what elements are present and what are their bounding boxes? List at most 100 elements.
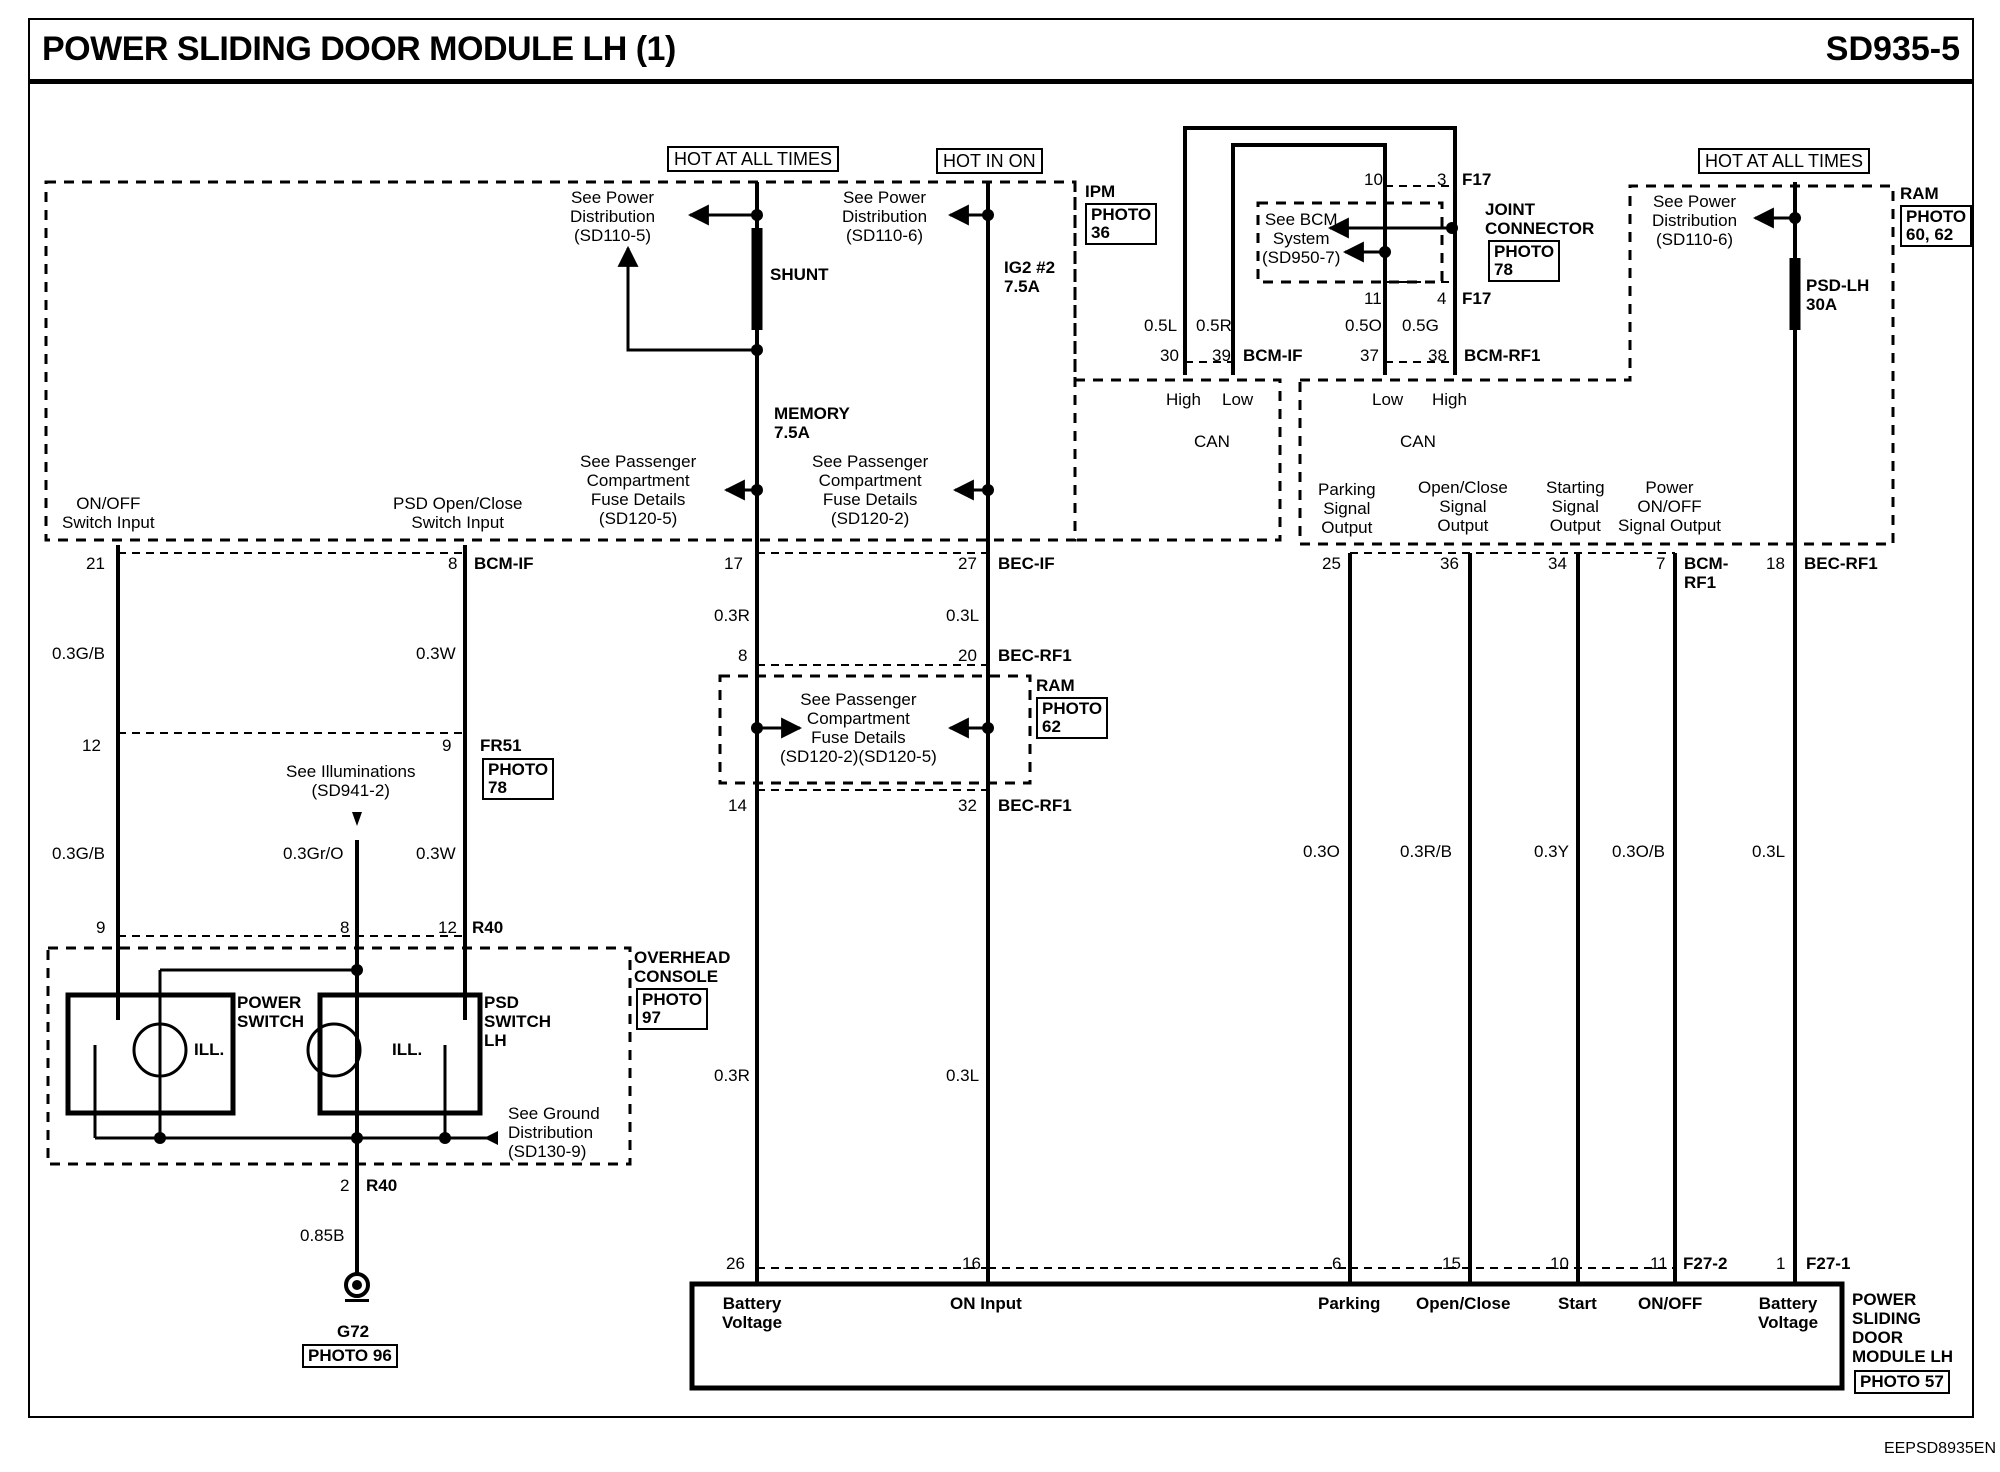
ram-top-box [1298, 184, 1895, 546]
wire-label-03l-2: 0.3L [946, 1066, 980, 1085]
bec-rf1-label-1: BEC-RF1 [998, 646, 1072, 665]
pin-12-fr51: 12 [82, 736, 101, 755]
hot-in-on-label: HOT IN ON [936, 148, 1043, 174]
wire-label-w-1: 0.3W [416, 644, 456, 663]
can-label-right: CAN [1400, 432, 1436, 451]
wire-label-w-2: 0.3W [416, 844, 456, 863]
r40-connector-label-top: R40 [472, 918, 504, 937]
terminal-onoff: ON/OFF [1638, 1294, 1703, 1313]
pin-20: 20 [958, 646, 977, 665]
bcm-if-pin-39: 39 [1212, 346, 1231, 365]
wire-label-03r-2: 0.3R [714, 1066, 750, 1085]
can-high-label-left: High [1166, 390, 1201, 409]
page-code: SD935-5 [1825, 30, 1960, 68]
r40-connector-label-bottom: R40 [366, 1176, 398, 1195]
wire-label-03rb: 0.3R/B [1400, 842, 1452, 861]
wire-label-0-5r: 0.5R [1196, 316, 1232, 335]
r40-pin-12: 12 [438, 918, 457, 937]
bcm-if-box [1073, 182, 1282, 542]
bec-rf1-right-label: BEC-RF1 [1804, 554, 1878, 573]
joint-connector-f17-bottom: F17 [1462, 289, 1492, 308]
joint-pin-3: 3 [1437, 170, 1447, 189]
overhead-console-box [46, 946, 632, 1166]
pin-32: 32 [958, 796, 977, 815]
psd-switch-box [317, 992, 483, 1116]
module-box [689, 1281, 1845, 1391]
pin-8-bcm-if: 8 [448, 554, 458, 573]
terminal-battery-voltage-2: Battery Voltage [1758, 1294, 1819, 1332]
ipm-photo-label: PHOTO [1091, 205, 1152, 224]
ground-g72-label: G72 [337, 1322, 370, 1341]
bcm-rf1-pin-38: 38 [1428, 346, 1447, 365]
module-pin-16: 16 [962, 1254, 981, 1273]
wire-label-03r-1: 0.3R [714, 606, 750, 625]
power-switch-box [65, 992, 236, 1116]
can-low-wire [1231, 143, 1387, 375]
pin-36: 36 [1440, 554, 1459, 573]
module-pin-6: 6 [1332, 1254, 1342, 1273]
terminal-start: Start [1558, 1294, 1597, 1313]
pin-21: 21 [86, 554, 105, 573]
can-high-wire [1183, 126, 1457, 375]
r40-pin-9: 9 [96, 918, 106, 937]
pin-14: 14 [728, 796, 747, 815]
pin-18: 18 [1766, 554, 1785, 573]
module-connector-f27-1: F27-1 [1806, 1254, 1851, 1273]
wire-label-03o: 0.3O [1303, 842, 1340, 861]
can-low-label-right: Low [1372, 390, 1404, 409]
joint-connector-box [1256, 201, 1444, 284]
module-pin-1: 1 [1776, 1254, 1786, 1273]
ground-photo: PHOTO 96 [302, 1344, 398, 1368]
ill-label-1: ILL. [194, 1040, 225, 1059]
ipm-box [44, 180, 1077, 542]
can-low-label-left: Low [1222, 390, 1254, 409]
wire-label-03y: 0.3Y [1534, 842, 1569, 861]
wire-label-0-5l: 0.5L [1144, 316, 1178, 335]
module-pin-10: 10 [1550, 1254, 1569, 1273]
wire-label-gro: 0.3Gr/O [283, 844, 344, 863]
ram-mid-box [718, 674, 1032, 785]
pin-17: 17 [724, 554, 743, 573]
bcm-if-pin-30: 30 [1160, 346, 1179, 365]
terminal-parking: Parking [1318, 1294, 1381, 1313]
title-bar: POWER SLIDING DOOR MODULE LH (1) SD935-5 [28, 18, 1974, 84]
page-title: POWER SLIDING DOOR MODULE LH (1) [42, 30, 676, 68]
module-connector-f27-2: F27-2 [1683, 1254, 1728, 1273]
wire-label-gb-1: 0.3G/B [52, 644, 105, 663]
bec-rf1-label-2: BEC-RF1 [998, 796, 1072, 815]
r40-pin-8: 8 [340, 918, 350, 937]
pin-8-bec: 8 [738, 646, 748, 665]
module-pin-11: 11 [1650, 1254, 1668, 1273]
pin-34: 34 [1548, 554, 1567, 573]
can-label-left: CAN [1194, 432, 1230, 451]
ipm-photo-number: 36 [1091, 223, 1110, 242]
bcm-rf1-right-label: BCM-RF1 [1684, 554, 1729, 592]
terminal-open-close: Open/Close [1416, 1294, 1511, 1313]
module-pin-15: 15 [1442, 1254, 1461, 1273]
joint-pin-4: 4 [1437, 289, 1447, 308]
terminal-battery-voltage-1: Battery Voltage [722, 1294, 783, 1332]
wire-label-0-5o: 0.5O [1345, 316, 1382, 335]
wire-label-gb-2: 0.3G/B [52, 844, 105, 863]
bcm-rf1-connector-label: BCM-RF1 [1464, 346, 1541, 365]
ram-top-label: RAM [1900, 184, 1939, 203]
